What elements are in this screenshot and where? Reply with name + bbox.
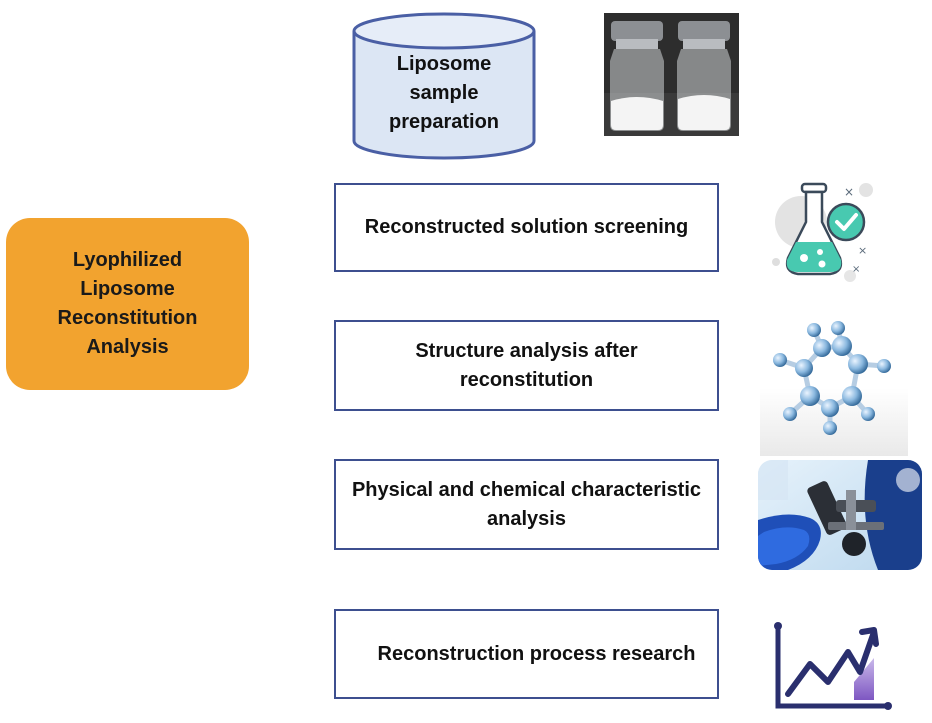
main-topic-label: Lyophilized Liposome Reconstitution Anal… bbox=[57, 249, 198, 358]
molecule-icon bbox=[760, 321, 908, 456]
vials-photo-icon bbox=[604, 13, 739, 136]
sample-cylinder bbox=[352, 12, 536, 160]
microscope-photo-icon bbox=[758, 460, 922, 570]
step-label-2: Structure analysis after reconstitution bbox=[415, 339, 638, 391]
svg-text:×: × bbox=[852, 264, 860, 275]
step-label-4: Reconstruction process research bbox=[377, 642, 696, 665]
growth-chart-icon bbox=[774, 622, 892, 710]
flask-check-icon: × × × bbox=[772, 182, 873, 282]
svg-text:×: × bbox=[858, 244, 867, 257]
step-box-2: Structure analysis after reconstitution bbox=[334, 320, 719, 411]
sample-label: Liposome sample preparation bbox=[388, 53, 500, 133]
step-box-3: Physical and chemical characteristic ana… bbox=[334, 459, 719, 550]
svg-text:×: × bbox=[844, 185, 854, 199]
step-box-4: Reconstruction process research bbox=[334, 609, 719, 699]
step-box-1: Reconstructed solution screening bbox=[334, 183, 719, 272]
step-label-1: Reconstructed solution screening bbox=[364, 216, 689, 238]
main-topic-box: Lyophilized Liposome Reconstitution Anal… bbox=[6, 218, 249, 390]
step-label-3: Physical and chemical characteristic ana… bbox=[351, 478, 702, 530]
